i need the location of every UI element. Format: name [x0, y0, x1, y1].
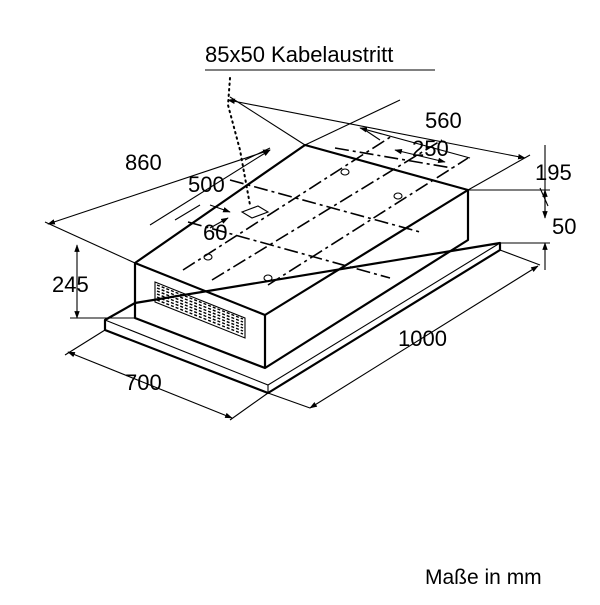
dim-500: 500: [188, 172, 225, 197]
units-label: Maße in mm: [425, 566, 542, 589]
cable-outlet-label: 85x50 Kabelaustritt: [205, 42, 393, 67]
dim-195: 195: [535, 160, 572, 185]
dimension-lines: [47, 98, 549, 419]
dim-1000: 1000: [398, 326, 447, 351]
dim-860: 860: [125, 150, 162, 175]
dim-250: 250: [412, 136, 449, 161]
grille-slat: [156, 290, 244, 326]
bottom-panel: [103, 241, 502, 395]
grille-slat: [156, 296, 244, 332]
dim-50: 50: [552, 214, 576, 239]
ventilation-grille: [154, 281, 246, 339]
grille-slat: [156, 284, 244, 320]
dim-60: 60: [203, 220, 227, 245]
dim-560: 560: [425, 108, 462, 133]
grille-slat: [156, 299, 244, 335]
mounting-holes: [203, 168, 403, 282]
dim-245: 245: [52, 272, 89, 297]
dim-700: 700: [125, 370, 162, 395]
grille-slat: [156, 293, 244, 329]
grille-slat: [156, 287, 244, 323]
